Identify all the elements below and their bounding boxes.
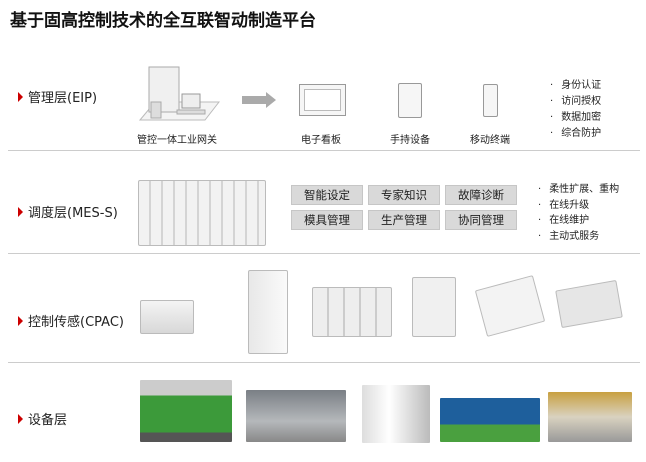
feature-item: 综合防护 [550,126,601,142]
triangle-icon [18,91,23,102]
divider [8,362,640,363]
page-title: 基于固高控制技术的全互联智动制造平台 [10,11,316,31]
device-caption: 电子看板 [301,135,341,146]
e-board-icon [299,84,346,116]
layer-label-management: 管理层(EIP) [18,87,97,106]
layer-label-text: 管理层(EIP) [28,91,98,106]
layer-label-text: 调度层(MES-S) [28,206,118,221]
controller-rack-image [138,180,266,246]
module-grid: 智能设定 专家知识 故障诊断 模具管理 生产管理 协同管理 [291,185,517,230]
scheduling-features: 柔性扩展、重构 在线升级 在线维护 主动式服务 [538,182,619,244]
module-tag: 智能设定 [291,185,363,205]
feature-item: 访问授权 [550,94,601,110]
feature-item: 数据加密 [550,110,601,126]
triangle-icon [18,413,23,424]
feature-item: 主动式服务 [538,229,619,245]
io-module-image [312,287,392,337]
layer-label-text: 控制传感(CPAC) [28,315,124,330]
production-line-photo [548,392,632,442]
controller-image [248,270,288,354]
module-tag: 故障诊断 [445,185,517,205]
module-tag: 生产管理 [368,210,440,230]
module-tag: 协同管理 [445,210,517,230]
triangle-icon [18,315,23,326]
layer-label-equipment: 设备层 [18,409,67,428]
layer-label-text: 设备层 [28,413,68,428]
divider [8,150,640,151]
layer-label-scheduling: 调度层(MES-S) [18,202,118,221]
arrow-right-icon [242,92,278,112]
triangle-icon [18,206,23,217]
gateway-illustration [135,62,221,130]
inspection-machine-photo [362,385,430,443]
divider [8,253,640,254]
servo-drive-image [474,275,546,337]
management-features: 身份认证 访问授权 数据加密 综合防护 [550,78,601,142]
module-tag: 模具管理 [291,210,363,230]
injection-machine-photo [140,380,232,442]
device-caption: 移动终端 [470,135,510,146]
feature-item: 身份认证 [550,78,601,94]
sensor-camera-image [555,279,623,329]
feature-item: 在线升级 [538,198,619,214]
device-caption: 手持设备 [390,135,430,146]
layer-label-control: 控制传感(CPAC) [18,311,124,330]
feature-item: 在线维护 [538,213,619,229]
drive-image [412,277,456,337]
mobile-icon [483,84,498,117]
gateway-caption: 管控一体工业网关 [137,135,217,146]
feature-item: 柔性扩展、重构 [538,182,619,198]
molding-machine-photo [440,398,540,442]
module-tag: 专家知识 [368,185,440,205]
plc-image [140,300,194,334]
factory-photo [246,390,346,442]
tablet-icon [398,83,422,118]
